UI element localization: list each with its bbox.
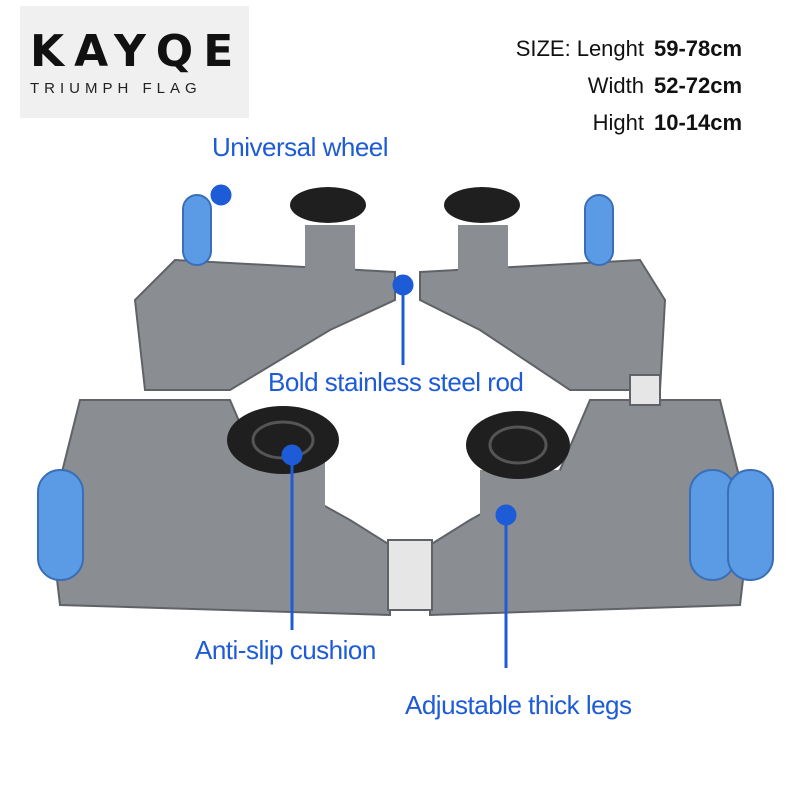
wheels: [37, 194, 774, 581]
callout-adjustable-legs: Adjustable thick legs: [405, 690, 632, 720]
size-value: 59-78cm: [654, 35, 743, 61]
brand-tagline: TRIUMPH FLAG: [30, 80, 202, 97]
callout-universal-wheel: Universal wheel: [212, 132, 389, 162]
size-label: Width: [587, 72, 644, 98]
frame: [48, 258, 752, 617]
size-row-width: Width 52-72cm: [516, 67, 752, 104]
size-row-height: Hight 10-14cm: [516, 104, 752, 141]
size-title: SIZE:: [515, 35, 571, 61]
size-value: 52-72cm: [654, 72, 743, 98]
size-label: Lenght: [576, 35, 644, 61]
size-spec: SIZE: Lenght 59-78cm Width 52-72cm Hight…: [516, 30, 752, 141]
size-label: Hight: [592, 109, 644, 135]
size-value: 10-14cm: [654, 109, 743, 135]
size-row-length: SIZE: Lenght 59-78cm: [516, 30, 752, 67]
callout-anti-slip-cushion: Anti-slip cushion: [195, 635, 376, 665]
callout-lines: [210, 184, 517, 668]
brand-name: KAYQE: [30, 26, 244, 77]
anti-slip-pads: [227, 187, 570, 570]
brand-logo: KAYQE TRIUMPH FLAG: [20, 6, 249, 118]
callout-steel-rod: Bold stainless steel rod: [268, 367, 524, 397]
